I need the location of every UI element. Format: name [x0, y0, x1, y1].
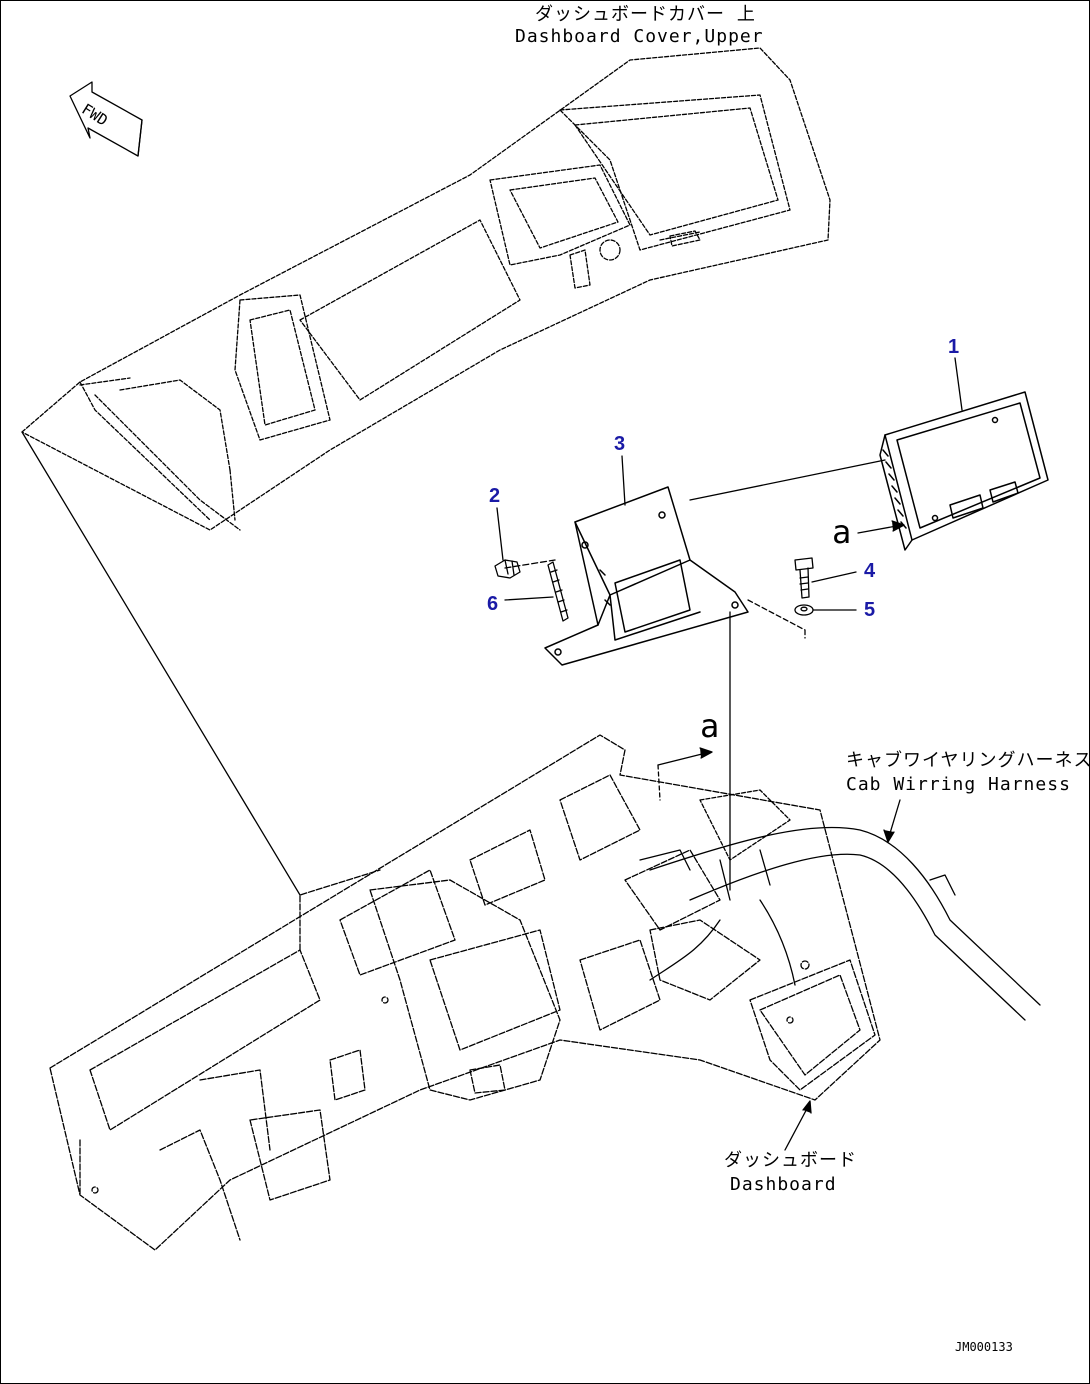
ref-a-lower: a	[700, 707, 720, 745]
dashboard-cover-label-jp: ダッシュボードカバー 上	[535, 4, 756, 25]
bolt-leader-line	[747, 599, 806, 639]
bolt-drawing	[794, 557, 814, 599]
fwd-arrow-icon	[69, 81, 143, 157]
seal-strip-drawing	[547, 561, 569, 622]
dashboard-label-jp: ダッシュボード	[724, 1150, 857, 1171]
dashboard-drawing	[49, 734, 881, 1251]
cover-alignment-line	[21, 431, 301, 896]
harness-label-en: Cab Wirring Harness	[846, 774, 1071, 795]
bracket-drawing	[544, 486, 749, 666]
washer-drawing	[794, 604, 814, 616]
controller-leader-line	[689, 459, 886, 501]
drawing-code: JM000133	[955, 1340, 1013, 1354]
callout-6: 6	[487, 593, 499, 615]
nut-drawing	[494, 559, 521, 579]
dashboard-label-en: Dashboard	[730, 1174, 837, 1195]
cab-wiring-harness-drawing	[639, 789, 1041, 1021]
controller-unit-drawing	[879, 391, 1049, 551]
callout-2: 2	[489, 485, 501, 507]
callout-1: 1	[948, 336, 960, 358]
callout-4: 4	[864, 560, 876, 582]
dashboard-cover-label-en: Dashboard Cover,Upper	[515, 26, 764, 47]
harness-label-jp: キャブワイヤリングハーネス	[846, 750, 1090, 771]
callout-5: 5	[864, 599, 876, 621]
dashboard-cover-upper-drawing	[21, 47, 831, 531]
callout-3: 3	[614, 433, 626, 455]
ref-a-upper: a	[832, 513, 852, 551]
